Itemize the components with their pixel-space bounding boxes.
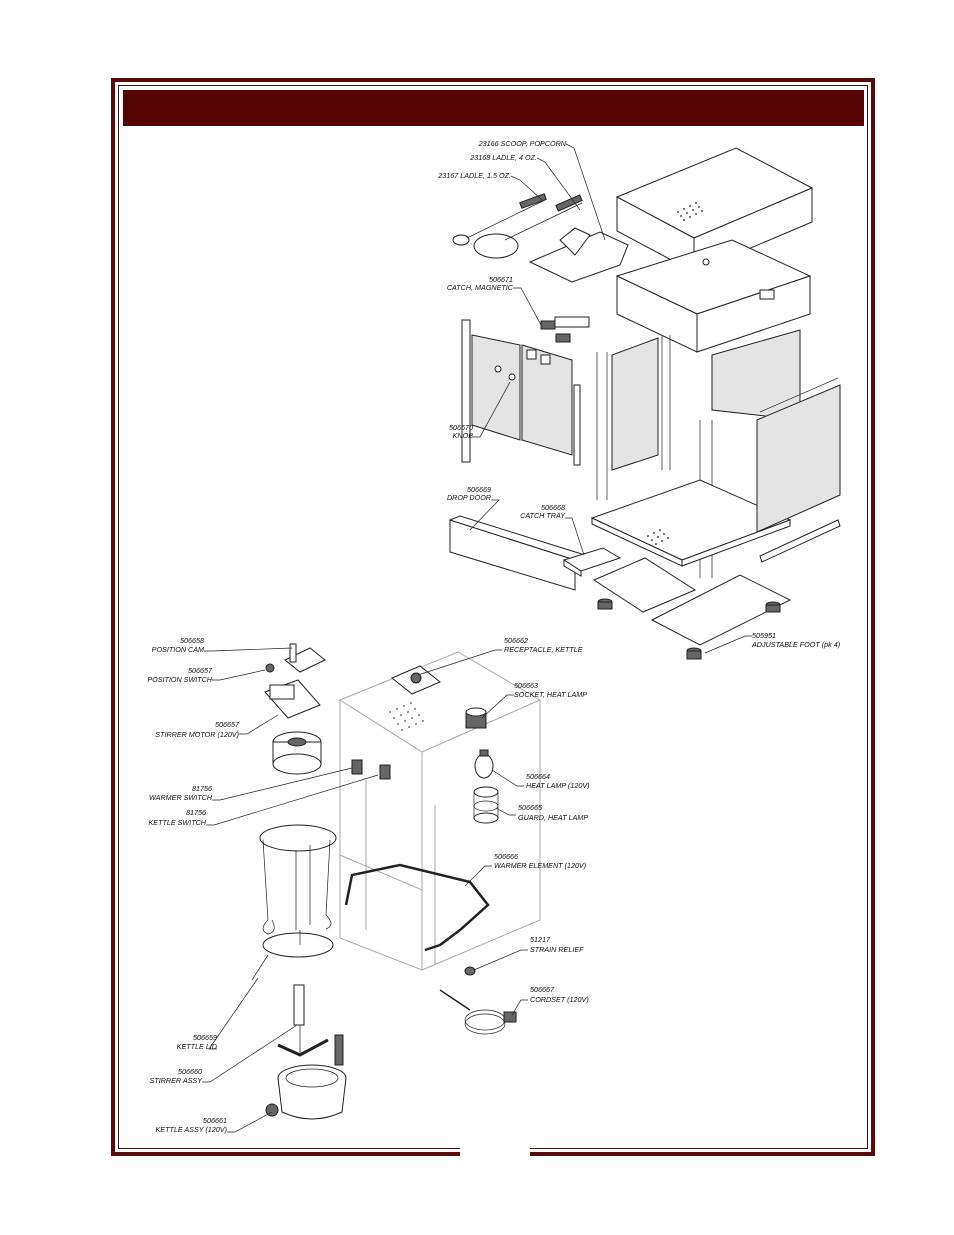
- position-cam-bracket: [265, 643, 326, 673]
- label-506658-num: 506658: [180, 636, 204, 645]
- front-door-assembly: [461, 319, 581, 466]
- magnetic-catch-parts: [526, 316, 590, 365]
- side-glass-panel: [756, 377, 841, 563]
- label-506670-desc: KNOB: [453, 431, 474, 440]
- cordset: [439, 989, 517, 1035]
- label-506657-motor-desc: STIRRER MOTOR (120V): [155, 730, 239, 739]
- label-506667-num: 506667: [530, 985, 555, 994]
- kettle-lid: [251, 930, 334, 981]
- label-51217-num: 51217: [530, 935, 551, 944]
- label-506657-motor-num: 506657: [215, 720, 240, 729]
- label-506669-num: 506669: [467, 485, 491, 494]
- label-506657-switch-desc: POSITION SWITCH: [147, 675, 212, 684]
- label-506660-num: 506660: [178, 1067, 202, 1076]
- warmer-element: [344, 863, 490, 952]
- catch-tray: [562, 547, 622, 577]
- label-506669-desc: DROP DOOR: [447, 493, 491, 502]
- label-506664-desc: HEAT LAMP (120V): [526, 781, 590, 790]
- label-81756-kettle-desc: KETTLE SWITCH: [148, 818, 206, 827]
- heat-lamp-socket: [465, 707, 487, 729]
- label-506658-desc: POSITION CAM: [152, 645, 204, 654]
- header-bar: [123, 90, 864, 126]
- label-506665-desc: GUARD, HEAT LAMP: [518, 813, 588, 822]
- strain-relief: [464, 966, 476, 976]
- label-51217-desc: STRAIN RELIEF: [530, 945, 584, 954]
- stirrer-assy: [277, 984, 329, 1057]
- label-506663-num: 506663: [514, 681, 538, 690]
- leader-lines: [202, 143, 752, 1133]
- label-506666-desc: WARMER ELEMENT (120V): [494, 861, 586, 870]
- label-506662-num: 506662: [504, 636, 528, 645]
- label-506660-desc: STIRRER ASSY: [150, 1076, 204, 1085]
- label-506657-switch-num: 506657: [188, 666, 213, 675]
- label-506659-desc: KETTLE LID: [177, 1042, 217, 1051]
- label-506668-desc: CATCH TRAY: [520, 511, 566, 520]
- label-23167: 23167 LADLE, 1.5 OZ.: [437, 171, 511, 180]
- rocker-switches: [351, 759, 391, 780]
- label-506670-num: 506670: [449, 423, 473, 432]
- label-506663-desc: SOCKET, HEAT LAMP: [514, 690, 587, 699]
- footer-gap: [460, 1147, 530, 1159]
- label-81756-warmer-desc: WARMER SWITCH: [149, 793, 213, 802]
- kettle-assy: [265, 1034, 347, 1120]
- heat-lamp-guard: [473, 786, 499, 824]
- label-506666-num: 506666: [494, 852, 518, 861]
- label-23168: 23168 LADLE, 4 OZ.: [469, 153, 537, 162]
- label-506665-num: 506665: [518, 803, 543, 812]
- adjustable-feet: [597, 598, 781, 660]
- label-81756-warmer-num: 81756: [192, 784, 212, 793]
- label-506667-desc: CORDSET (120V): [530, 995, 589, 1004]
- label-23166: 23166 SCOOP, POPCORN: [478, 139, 567, 148]
- label-506664-num: 506664: [526, 772, 550, 781]
- label-506661-desc: KETTLE ASSY (120V): [155, 1125, 227, 1134]
- heat-lamp-bulb: [474, 749, 494, 779]
- base-plates: [592, 557, 792, 646]
- label-506671-desc: CATCH, MAGNETIC: [447, 283, 514, 292]
- label-505951-num: 505951: [752, 631, 776, 640]
- label-506659-num: 506659: [193, 1033, 217, 1042]
- stirrer-motor-ring: [272, 731, 322, 775]
- receptacle-kettle: [391, 665, 441, 695]
- label-506668-num: 506668: [541, 503, 565, 512]
- label-506662-desc: RECEPTACLE, KETTLE: [504, 645, 583, 654]
- drop-door: [448, 515, 587, 591]
- label-81756-kettle-num: 81756: [186, 808, 206, 817]
- kettle-support-frame: [259, 824, 337, 935]
- label-505951-desc: ADJUSTABLE FOOT (pk 4): [751, 640, 840, 649]
- label-506671-num: 506671: [489, 275, 513, 284]
- stirrer-motor-plate: [264, 679, 321, 719]
- cabinet-body: [590, 329, 801, 578]
- cabinet-top-frame: [615, 239, 812, 353]
- cabinet-ghost-outline: [338, 651, 542, 971]
- label-506661-num: 506661: [203, 1116, 227, 1125]
- scoop-and-ladles: [452, 193, 629, 283]
